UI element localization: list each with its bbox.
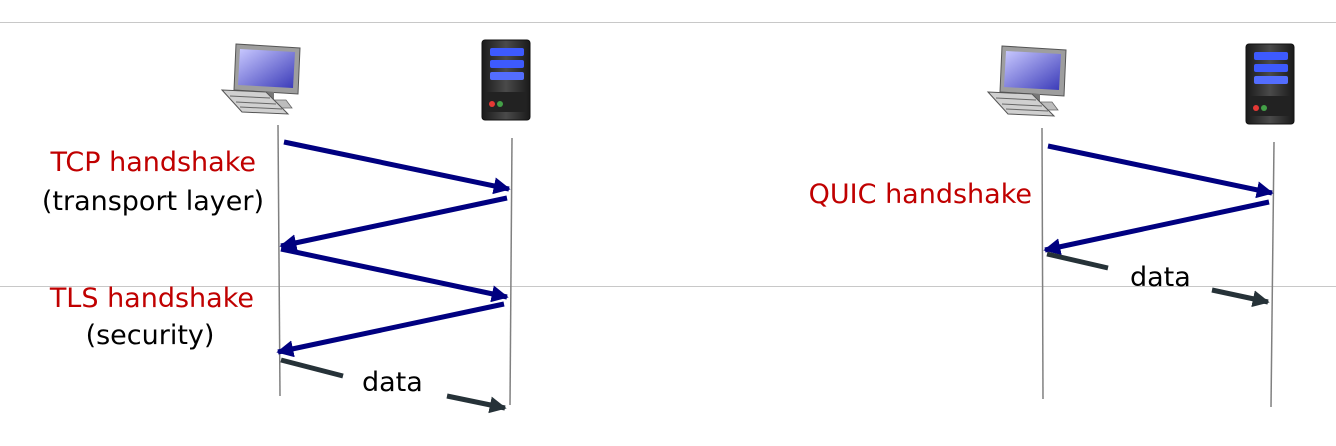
- top-divider-line: [0, 22, 1336, 23]
- left-client-lifeline: [277, 124, 281, 397]
- middle-divider-line: [0, 286, 1336, 287]
- left-server-lifeline: [509, 137, 513, 406]
- right-data-label: data: [1130, 262, 1191, 293]
- left-data-arrow-head: [446, 393, 507, 414]
- quic-response-arrow: [1043, 199, 1270, 256]
- tcp-handshake-label: TCP handshake: [50, 147, 256, 178]
- left-data-label: data: [362, 367, 423, 398]
- right-server-lifeline: [1270, 141, 1275, 408]
- tls-handshake-label: TLS handshake: [49, 283, 254, 314]
- tcp-handshake-sublabel: (transport layer): [41, 186, 264, 217]
- right-data-arrow-tail: [1046, 251, 1109, 271]
- quic-hello-arrow: [1047, 143, 1274, 199]
- server-tower-icon: [481, 39, 531, 121]
- desktop-computer-icon: [220, 43, 301, 115]
- tls-response-arrow: [276, 301, 505, 358]
- tls-hello-arrow: [280, 246, 509, 303]
- tcp-synack-arrow: [279, 195, 508, 252]
- quic-handshake-label: QUIC handshake: [808, 179, 1032, 210]
- desktop-computer-icon: [986, 45, 1067, 117]
- server-tower-icon: [1245, 43, 1295, 125]
- tls-handshake-sublabel: (security): [85, 320, 215, 351]
- tcp-syn-arrow: [283, 139, 511, 195]
- left-data-arrow-tail: [280, 357, 344, 379]
- right-client-lifeline: [1041, 127, 1044, 400]
- right-data-arrow-head: [1211, 287, 1270, 308]
